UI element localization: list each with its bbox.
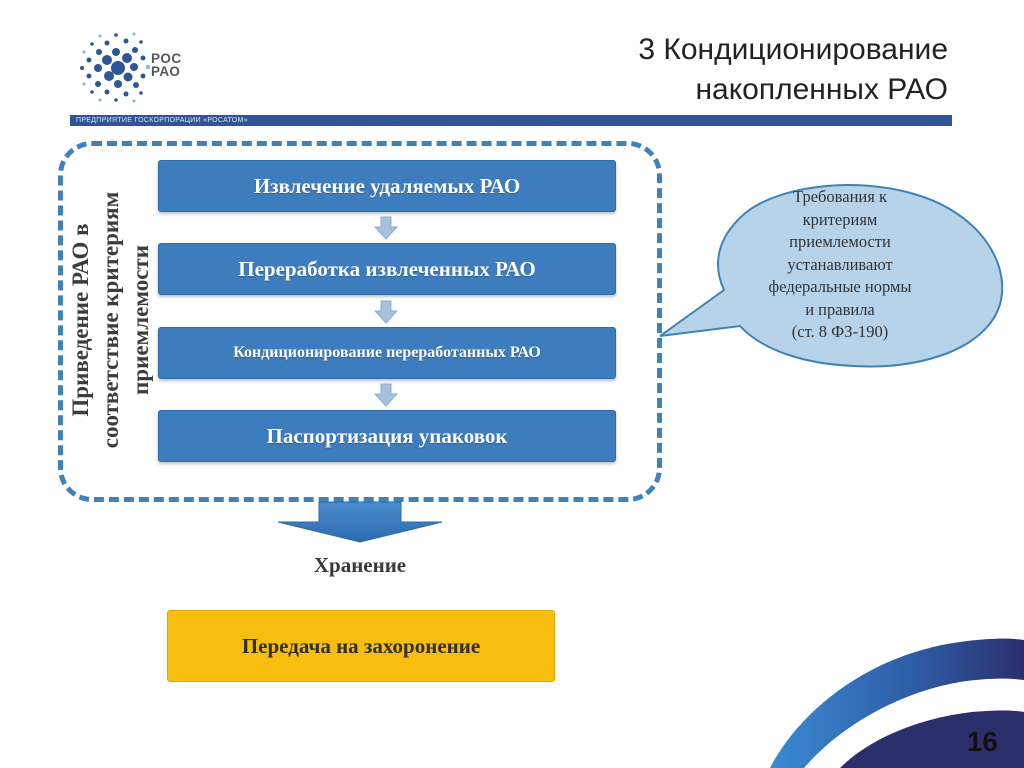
callout-line: Требования к xyxy=(793,187,887,206)
callout-line: и правила xyxy=(805,299,875,319)
callout-text: Требования к критериям приемлемости уста… xyxy=(738,186,942,356)
rosrao-logo xyxy=(80,32,150,103)
callout-line: критериям xyxy=(802,209,878,229)
step-conditioning: Кондиционирование переработанных РАО xyxy=(158,327,616,379)
logo-wordmark: РОС РАО xyxy=(151,51,182,79)
step-conditioning-label: Кондиционирование переработанных РАО xyxy=(233,344,541,361)
down-arrow-icon xyxy=(374,300,398,324)
down-arrow-icon xyxy=(374,383,398,407)
process-group-label-line3: приемлемости xyxy=(128,245,153,395)
logo-text-line1: РОС xyxy=(151,51,182,66)
header-tagline: ПРЕДПРИЯТИЕ ГОСКОРПОРАЦИИ «РОСАТОМ» xyxy=(76,117,248,124)
step-extraction-label: Извлечение удаляемых РАО xyxy=(253,173,521,198)
header-bar: ПРЕДПРИЯТИЕ ГОСКОРПОРАЦИИ «РОСАТОМ» xyxy=(70,115,952,126)
disposal-box: Передача на захоронение xyxy=(167,610,555,682)
down-arrow-icon xyxy=(374,216,398,240)
process-group-label-line1: Приведение РАО в xyxy=(68,223,93,417)
page-number: 16 xyxy=(966,726,998,757)
callout-line: федеральные нормы xyxy=(768,277,912,296)
corner-swoosh-decoration xyxy=(770,638,1024,768)
slide-title-line1: 3 Кондиционирование xyxy=(638,33,948,66)
callout-bubble xyxy=(659,184,1004,368)
slide-title-line2: накопленных РАО xyxy=(695,73,948,106)
slide-title: 3 Кондиционирование накопленных РАО xyxy=(388,30,948,110)
callout-line: устанавливают xyxy=(787,254,893,274)
step-processing: Переработка извлеченных РАО xyxy=(158,243,616,295)
step-certification-label: Паспортизация упаковок xyxy=(266,423,508,448)
process-group-label-line2: соответствие критериям xyxy=(98,191,123,449)
process-group-frame xyxy=(58,141,662,502)
callout-line: приемлемости xyxy=(789,232,891,251)
big-down-arrow-icon xyxy=(277,501,443,543)
step-extraction: Извлечение удаляемых РАО xyxy=(158,160,616,212)
disposal-label: Передача на захоронение xyxy=(241,633,481,658)
step-certification: Паспортизация упаковок xyxy=(158,410,616,462)
callout-line: (ст. 8 ФЗ-190) xyxy=(791,322,889,341)
process-group-label: Приведение РАО в соответствие критериям … xyxy=(66,157,156,483)
step-processing-label: Переработка извлеченных РАО xyxy=(238,256,536,281)
storage-label: Хранение xyxy=(313,553,407,577)
logo-text-line2: РАО xyxy=(151,64,181,79)
